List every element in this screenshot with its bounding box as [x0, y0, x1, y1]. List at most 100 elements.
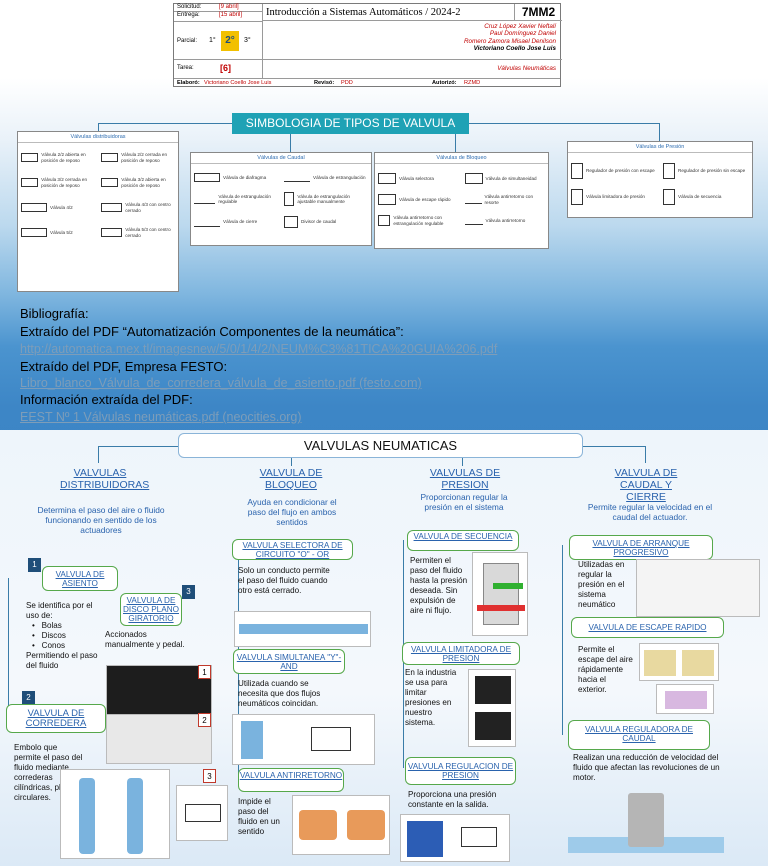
- quick-exhaust-illustration: [639, 643, 719, 681]
- category-presion: VALVULAS DE PRESION: [429, 467, 501, 491]
- valve-53-symbol: [101, 228, 123, 237]
- symbol-item: Válvula 2/2 abierta en posición de repos…: [21, 152, 95, 163]
- shutoff-valve-symbol: [194, 218, 220, 227]
- symbol-item: Válvula de estrangulación ajustable manu…: [284, 192, 368, 206]
- category-bloqueo: VALVULA DE BLOQUEO: [259, 467, 323, 491]
- presion-symbol-table: Válvulas de Presión Regulador de presión…: [567, 141, 753, 218]
- category-caudal: VALVULA DE CAUDAL Y CIERRE: [614, 467, 678, 503]
- symbol-item: Válvula antirretorno con resorte: [464, 194, 546, 205]
- spool-valve-diagram: [106, 714, 212, 764]
- bloqueo-symbol-table: Válvulas de Bloqueo Válvula selectora Vá…: [374, 152, 549, 249]
- bloqueo-desc: Ayuda en condicionar el paso del flujo e…: [247, 497, 337, 527]
- simultanea-text: Utilizada cuando se necesita que dos flu…: [238, 679, 321, 708]
- box-valvula-arranque: VALVULA DE ARRANQUE PROGRESIVO: [569, 535, 713, 560]
- manual-throttle-symbol: [284, 192, 295, 206]
- tarea-value: [6]: [220, 63, 231, 73]
- arranque-text: Utilizadas en regular la presión en el s…: [578, 560, 625, 609]
- parcial-row: Parcial: 1° 2° 3°: [174, 22, 262, 60]
- box-valvula-disco-plano: VALVULA DE DISCO PLANO GIRATORIO: [120, 593, 182, 626]
- relief-valve-symbol: [571, 189, 583, 205]
- symbol-item: Válvula de escape rápido: [378, 194, 459, 205]
- number-badge: 2: [22, 691, 35, 705]
- relief-valve-illustration: [468, 669, 516, 747]
- valve-52-symbol: [21, 228, 47, 237]
- tarea-row: Tarea: [6]: [177, 63, 231, 73]
- sequence-valve-symbol: [663, 189, 675, 205]
- valve-42-symbol: [21, 203, 47, 212]
- asiento-text: Se identifica por el uso de: • Bolas • D…: [26, 601, 98, 670]
- bibliography-link[interactable]: EEST Nº 1 Válvulas neumáticas.pdf (neoci…: [20, 410, 302, 424]
- throttle-check-valve-symbol: [378, 215, 391, 226]
- bibliography-line: Extraído del PDF “Automatización Compone…: [20, 324, 404, 339]
- number-badge: 3: [182, 585, 195, 599]
- box-valvula-reguladora: VALVULA REGULADORA DE CAUDAL: [568, 720, 710, 750]
- box-valvula-escape: VALVULA DE ESCAPE RAPIDO: [571, 617, 724, 638]
- caudal-symbol-table: Válvulas de Caudal Válvula de diafragma …: [190, 152, 372, 246]
- solicitud-row: Solicitud: [9 abril]: [174, 4, 262, 12]
- bibliography-link[interactable]: Libro_blanco_Válvula_de_corredera_válvul…: [20, 376, 422, 390]
- authors: Cruz López Xavier Neftalí Paul Domínguez…: [463, 23, 556, 53]
- antirretorno-text: Impide el paso del fluido en un sentido: [238, 797, 280, 836]
- pressure-regulator-exhaust-symbol: [571, 163, 583, 179]
- pressure-regulator-symbol: [663, 163, 675, 179]
- symbol-item: Válvula 4/3 con centro cerrado: [101, 202, 175, 213]
- box-valvula-secuencia: VALVULA DE SECUENCIA: [407, 530, 519, 551]
- bibliography-link[interactable]: http://automatica.mex.tl/imagesnew/5/0/1…: [20, 342, 498, 356]
- distribuidoras-symbol-table: Válvulas distribuidoras Válvula 2/2 abie…: [17, 131, 179, 292]
- symbol-item: Regulador de presión sin escape: [663, 163, 749, 179]
- distribuidoras-desc: Determina el paso del aire o fluido func…: [37, 505, 165, 535]
- entrega-value: [15 abril]: [219, 12, 243, 18]
- seat-valve-photo: [106, 665, 212, 715]
- symbol-item: Válvula 3/2 cerrada en posición de repos…: [21, 177, 95, 188]
- spring-check-valve-symbol: [464, 195, 482, 204]
- symbol-item: Válvula antirretorno: [464, 215, 546, 226]
- valve-32-na-symbol: [101, 178, 119, 187]
- entrega-row: Entrega: [15 abril]: [174, 12, 262, 22]
- valve-22-na-symbol: [21, 153, 39, 162]
- flow-control-valve-illustration: [568, 789, 724, 863]
- selector-valve-symbol: [378, 173, 396, 184]
- throttle-symbol: [284, 173, 310, 182]
- symbol-item: Válvula de estrangulación regulable: [194, 192, 278, 206]
- valve-22-nc-symbol: [101, 153, 119, 162]
- symbol-item: Válvula 2/2 cerrada en posición de repos…: [101, 152, 175, 163]
- symbol-item: Válvula de diafragma: [194, 173, 278, 182]
- box-valvula-simultanea: VALVULA SIMULTANEA "Y"-AND: [233, 649, 345, 674]
- symbol-item: Válvula 5/2: [21, 227, 95, 238]
- and-valve-illustration: [232, 714, 375, 765]
- disco-text: Accionados manualmente y pedal.: [105, 630, 185, 649]
- symbol-item: Válvula limitadora de presión: [571, 189, 657, 205]
- symbol-item: Divisor de caudal: [284, 216, 368, 228]
- bibliography-heading: Bibliografía:: [20, 306, 89, 321]
- symbol-item: Válvula antirretorno con estrangulación …: [378, 215, 459, 226]
- bibliography-line: Información extraída del PDF:: [20, 392, 193, 407]
- symbol-item: Válvula de secuencia: [663, 189, 749, 205]
- limitadora-text: En la industria se usa para limitar pres…: [405, 668, 457, 727]
- selectora-text: Solo un conducto permite el paso del flu…: [238, 566, 330, 595]
- symbol-item: Válvula 3/2 abierta en posición de repos…: [101, 177, 175, 188]
- number-badge: 1: [28, 558, 41, 572]
- number-badge: 1: [198, 665, 211, 679]
- disc-valve-illustration: [60, 769, 170, 859]
- symbol-item: Válvula 5/3 con centro cerrado: [101, 227, 175, 238]
- flow-divider-symbol: [284, 216, 298, 228]
- concept-map-title: VALVULAS NEUMATICAS: [178, 433, 583, 458]
- secuencia-text: Permiten el paso del fluido hasta la pre…: [410, 556, 468, 615]
- bibliography-line: Extraído del PDF, Empresa FESTO:: [20, 359, 228, 374]
- soft-start-valve-illustration: [636, 559, 760, 617]
- doc-title: Introducción a Sistemas Automáticos / 20…: [266, 7, 461, 18]
- number-badge: 2: [198, 713, 211, 727]
- reguladora-text: Realizan una reducción de velocidad del …: [573, 753, 720, 782]
- box-valvula-regulacion: VALVULA REGULACION DE PRESION: [405, 757, 516, 785]
- caudal-desc: Permite regular la velocidad en el cauda…: [587, 502, 713, 522]
- adjustable-throttle-symbol: [194, 195, 216, 204]
- topic: Válvulas Neumáticas: [497, 65, 556, 72]
- check-valve-symbol: [464, 216, 483, 225]
- valve-43-symbol: [101, 203, 123, 212]
- parcial-selected: 2°: [221, 31, 239, 51]
- category-distribuidoras: VALVULAS DISTRIBUIDORAS: [60, 467, 150, 491]
- diaphragm-valve-symbol: [194, 173, 220, 182]
- group-code: 7MM2: [514, 4, 562, 21]
- box-valvula-limitadora: VALVULA LIMITADORA DE PRESION: [402, 642, 520, 665]
- presion-desc: Proporcionan regular la presión en el si…: [420, 492, 508, 512]
